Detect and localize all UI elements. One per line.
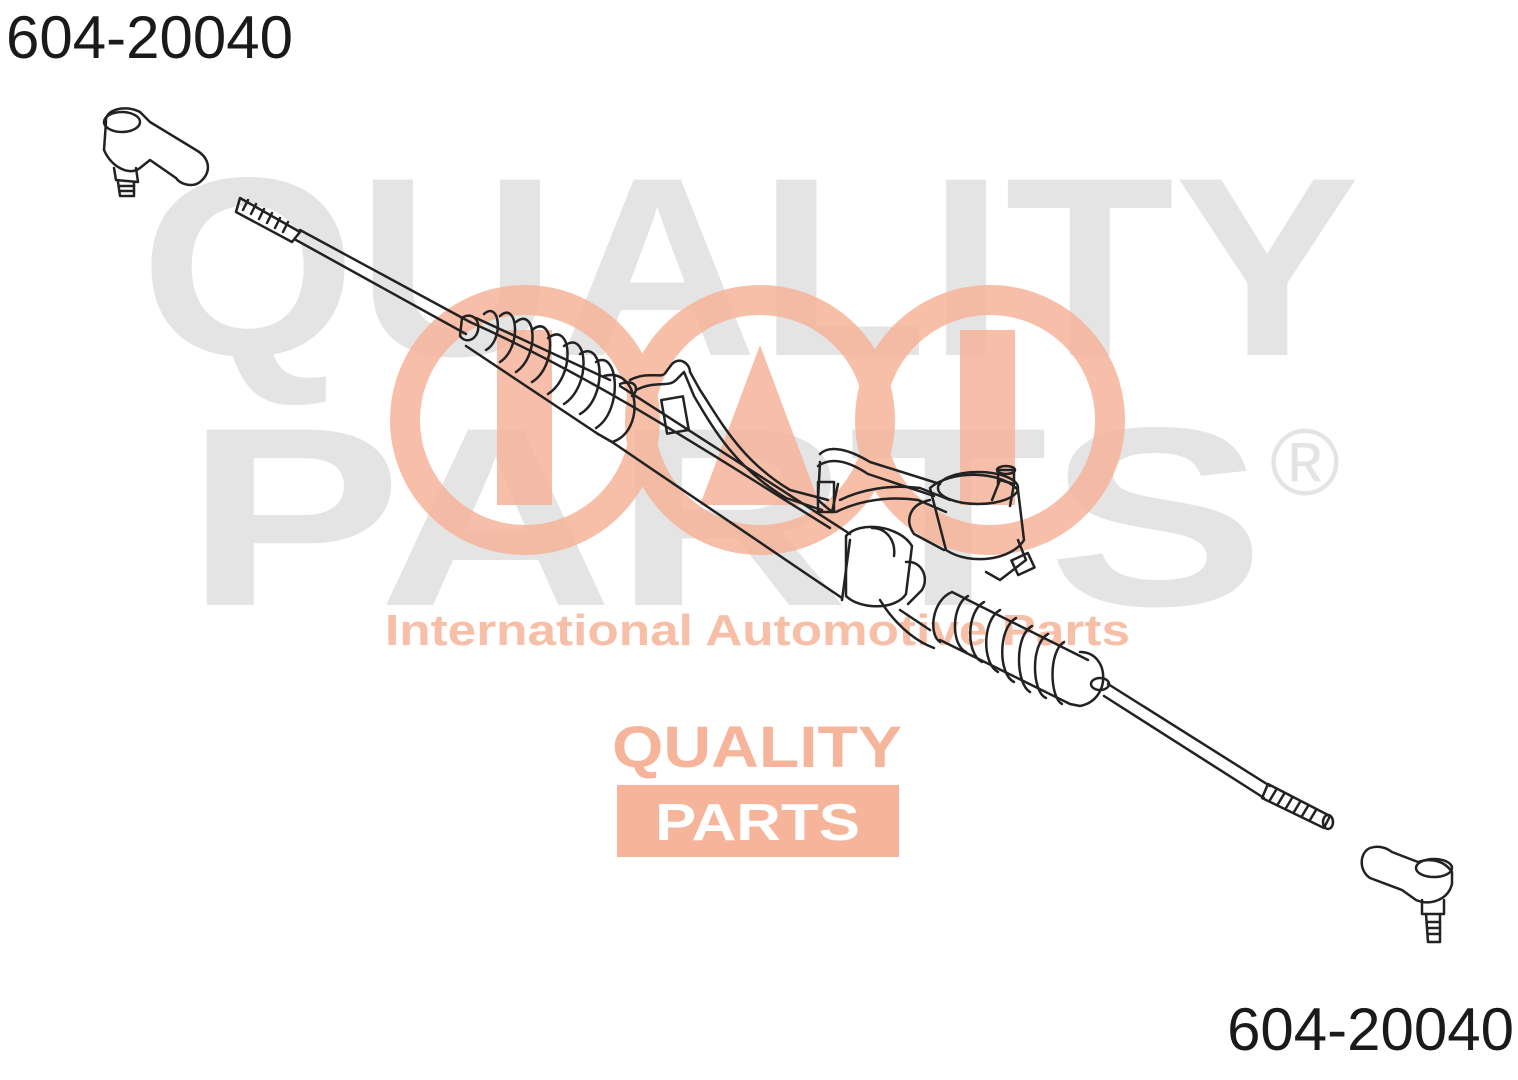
center-mount-icon xyxy=(840,525,936,650)
left-inner-rod-icon xyxy=(234,196,472,336)
part-number-top: 604-20040 xyxy=(6,4,293,71)
right-boot-icon xyxy=(932,590,1111,708)
pinion-valve-icon xyxy=(908,464,1036,582)
rack-housing-icon xyxy=(468,320,852,600)
watermark-logo-icon xyxy=(390,285,1125,555)
watermark-badge: QUALITY PARTS xyxy=(612,715,902,857)
watermark-badge-box xyxy=(617,785,899,857)
watermark-registered-mark: ® xyxy=(1270,410,1340,516)
part-number-bottom: 604-20040 xyxy=(1227,996,1514,1063)
right-tie-rod-end-icon xyxy=(1360,845,1454,944)
watermark-badge-parts: PARTS xyxy=(655,794,860,852)
left-boot-icon xyxy=(458,310,638,444)
watermark-tagline: International Automotive Parts xyxy=(385,606,1130,655)
watermark-badge-quality: QUALITY xyxy=(612,715,902,780)
watermark-quality-text: QUALITY xyxy=(140,125,1360,410)
right-inner-rod-icon xyxy=(1102,682,1335,831)
hydraulic-lines-icon xyxy=(628,359,952,514)
left-tie-rod-end-icon xyxy=(102,107,209,198)
rack-assembly xyxy=(102,107,1454,944)
